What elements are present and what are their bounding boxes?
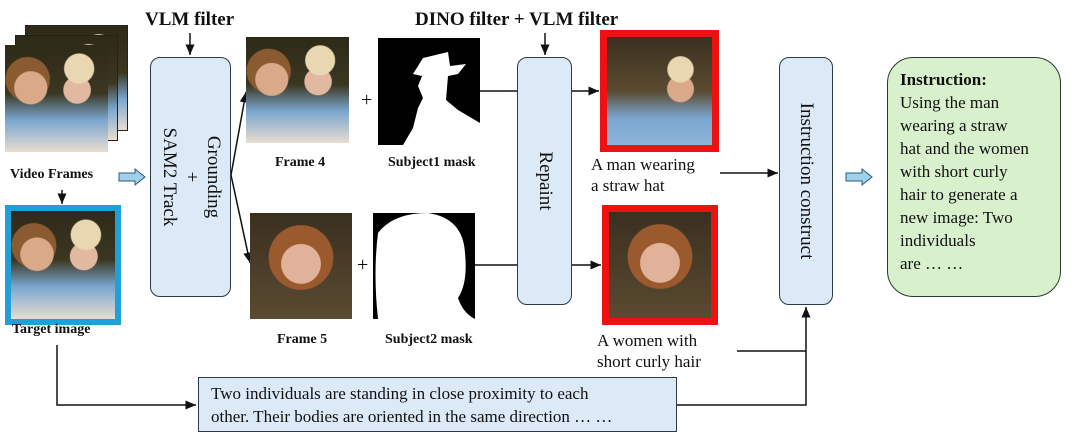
instruction-output-box: Instruction: Using the man wearing a str… (887, 57, 1061, 297)
frame-4-label: Frame 4 (275, 155, 326, 170)
scene-description-box: Two individuals are standing in close pr… (198, 377, 677, 432)
sam2-track-label: SAM2 Track (158, 127, 180, 227)
subject1-caption: A man wearing a straw hat (591, 154, 695, 196)
subject2-mask-label: Subject2 mask (385, 332, 473, 347)
description-line: other. Their bodies are oriented in the … (211, 407, 613, 426)
man-silhouette-icon (403, 52, 480, 145)
instruction-construct-module: Instruction construct (779, 57, 833, 305)
instruction-line: hair to generate a (900, 185, 1018, 204)
vlm-filter-heading: VLM filter (145, 9, 235, 30)
instruction-line: hat and the women (900, 139, 1029, 158)
video-frames-label: Video Frames (10, 167, 94, 182)
grounding-label: Grounding (202, 135, 224, 219)
plus-label: + (180, 171, 202, 183)
subject1-mask (378, 38, 480, 145)
frame-5-label: Frame 5 (277, 332, 328, 347)
caption-line: short curly hair (597, 352, 701, 371)
caption-line: A man wearing (591, 155, 695, 174)
instruction-line: with short curly (900, 162, 1008, 181)
instruction-title: Instruction: (900, 70, 987, 89)
grounding-sam2-text: Grounding + SAM2 Track (158, 128, 224, 227)
frame-4-image (246, 37, 349, 143)
arrow-right-icon (845, 167, 873, 187)
instruction-line: are … … (900, 254, 964, 273)
subject1-mask-label: Subject1 mask (388, 155, 476, 170)
subject2-result-image (602, 205, 718, 325)
grounding-sam2-module: Grounding + SAM2 Track (150, 57, 231, 297)
video-frame-image (5, 45, 108, 152)
frame-5-image (250, 213, 352, 319)
plus-sign: + (361, 89, 373, 111)
dino-vlm-filter-heading: DINO filter + VLM filter (415, 9, 619, 30)
caption-line: a straw hat (591, 176, 665, 195)
repaint-label: Repaint (534, 151, 556, 211)
target-image (5, 205, 121, 325)
subject2-mask (373, 213, 475, 319)
repaint-module: Repaint (517, 57, 572, 305)
instruction-line: new image: Two (900, 208, 1013, 227)
instruction-line: individuals (900, 231, 976, 250)
arrow-right-icon (118, 167, 146, 187)
instruction-construct-label: Instruction construct (796, 102, 817, 260)
instruction-line: Using the man (900, 93, 1000, 112)
instruction-line: wearing a straw (900, 116, 1008, 135)
target-image-label: Target image (12, 322, 91, 337)
plus-sign: + (357, 254, 369, 276)
description-line: Two individuals are standing in close pr… (211, 384, 589, 403)
caption-line: A women with (597, 331, 698, 350)
woman-silhouette-icon (375, 213, 475, 319)
subject1-result-image (600, 30, 719, 152)
subject2-caption: A women with short curly hair (597, 330, 701, 372)
